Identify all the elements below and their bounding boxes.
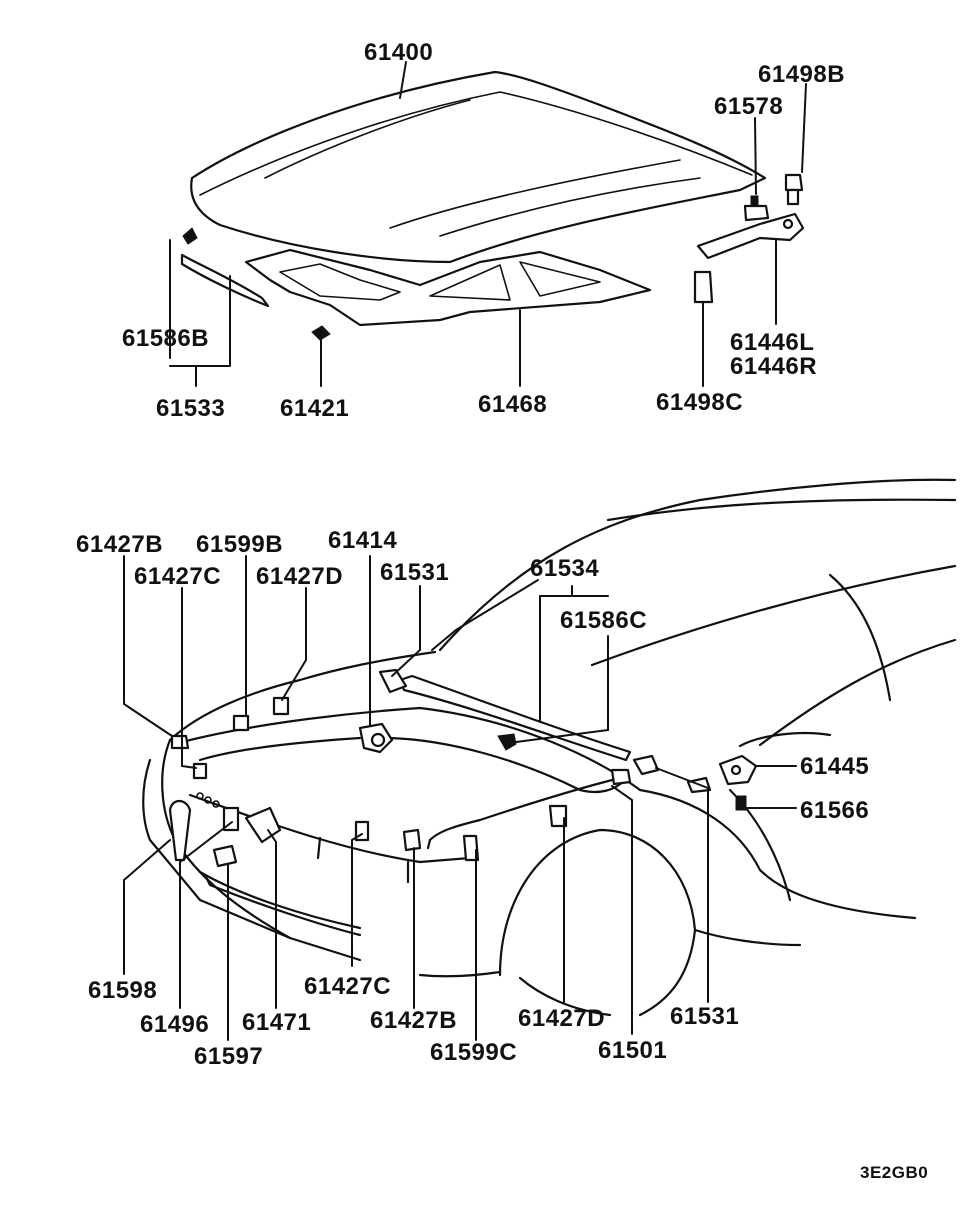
hood-insulator-pad xyxy=(244,248,652,327)
label-61446L: 61446L xyxy=(730,329,814,356)
label-61586C: 61586C xyxy=(560,607,647,634)
hood-release-cable-61414 xyxy=(198,722,627,850)
hood-weatherstrip-61533 xyxy=(180,227,270,308)
label-61445: 61445 xyxy=(800,753,869,780)
label-61597: 61597 xyxy=(194,1043,263,1070)
label-61414: 61414 xyxy=(328,527,397,554)
label-61599B: 61599B xyxy=(196,531,283,558)
top-leaders xyxy=(169,61,807,387)
label-61427D-bottom: 61427D xyxy=(518,1005,605,1032)
hood-panel xyxy=(190,70,767,264)
hood-seal-61534 xyxy=(378,668,632,762)
part-number-labels: 61400 61498B 61578 61586B 61533 61421 61… xyxy=(76,39,928,1182)
label-61586B: 61586B xyxy=(122,325,209,352)
label-61421: 61421 xyxy=(280,395,349,422)
label-61533: 61533 xyxy=(156,395,225,422)
label-61427C-bottom: 61427C xyxy=(304,973,391,1000)
label-61427B-top: 61427B xyxy=(76,531,163,558)
label-61566: 61566 xyxy=(800,797,869,824)
label-61598: 61598 xyxy=(88,977,157,1004)
label-61599C: 61599C xyxy=(430,1039,517,1066)
bottom-leaders xyxy=(123,555,797,1041)
label-61496: 61496 xyxy=(140,1011,209,1038)
label-61498C: 61498C xyxy=(656,389,743,416)
label-61446R: 61446R xyxy=(730,353,817,380)
label-61498B: 61498B xyxy=(758,61,845,88)
label-61501: 61501 xyxy=(598,1037,667,1064)
label-61471: 61471 xyxy=(242,1009,311,1036)
hood-bumper-61421 xyxy=(311,325,331,387)
car-body-outline xyxy=(142,478,957,1017)
label-61427B-bottom: 61427B xyxy=(370,1007,457,1034)
label-61427D-top: 61427D xyxy=(256,563,343,590)
hood-hinge-61446 xyxy=(693,173,805,304)
label-61534: 61534 xyxy=(530,555,599,582)
figure-code: 3E2GB0 xyxy=(860,1163,928,1182)
label-61400: 61400 xyxy=(364,39,433,66)
hood-latch-61445 xyxy=(632,754,758,811)
label-61468: 61468 xyxy=(478,391,547,418)
label-61578: 61578 xyxy=(714,93,783,120)
label-61427C-top: 61427C xyxy=(134,563,221,590)
label-61531-top: 61531 xyxy=(380,559,449,586)
label-61531-bottom: 61531 xyxy=(670,1003,739,1030)
